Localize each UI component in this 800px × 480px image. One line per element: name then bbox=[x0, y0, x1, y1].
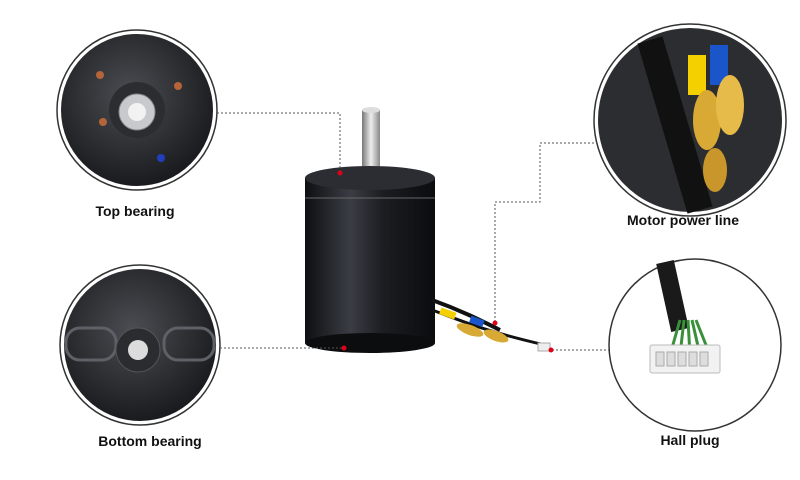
label-bottom-bearing: Bottom bearing bbox=[98, 433, 202, 449]
leader-lines bbox=[217, 112, 609, 351]
label-hall-plug: Hall plug bbox=[660, 432, 720, 448]
motor-photo bbox=[305, 107, 551, 353]
marker-dots bbox=[337, 170, 554, 353]
label-top-bearing: Top bearing bbox=[95, 203, 175, 219]
top-bearing-photo bbox=[56, 29, 218, 191]
bottom-bearing-photo bbox=[59, 264, 221, 426]
label-motor-power-line: Motor power line bbox=[627, 212, 739, 228]
hall-plug-photo bbox=[608, 258, 782, 432]
motor-power-line-photo bbox=[593, 23, 787, 217]
